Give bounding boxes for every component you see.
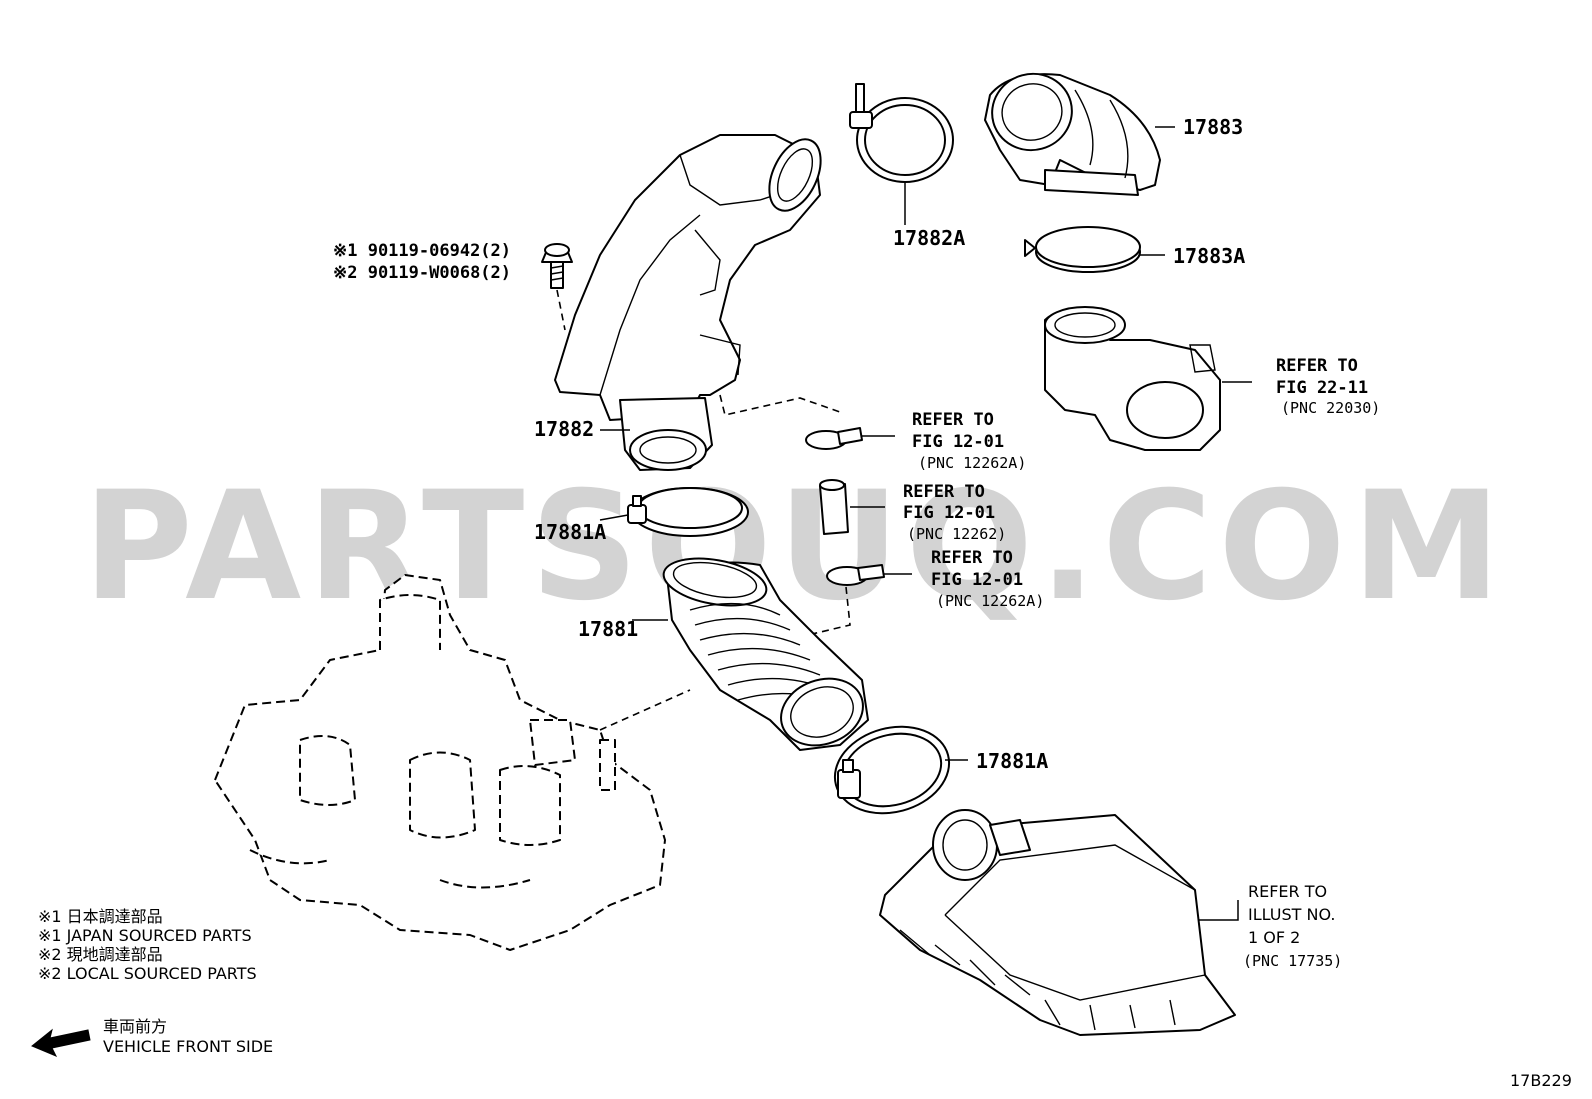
ref-line3: 1 OF 2	[1248, 928, 1300, 947]
dashed-guide-engine	[599, 689, 691, 731]
air-cleaner-case	[879, 809, 1236, 1036]
intake-duct-17882	[554, 134, 822, 471]
ref-line2: FIG 12-01	[912, 432, 1004, 452]
part-label-17882A: 17882A	[893, 226, 965, 250]
front-label-jp: 車両前方	[103, 1017, 167, 1036]
part-label-17881: 17881	[578, 617, 638, 641]
dashed-guide-clip	[807, 586, 851, 636]
part-label-17883A: 17883A	[1173, 244, 1245, 268]
clamp-17882A	[849, 83, 954, 183]
clamp-17881A-upper	[627, 487, 749, 537]
ref-line1: REFER TO	[1248, 882, 1327, 901]
elbow-duct-17883	[984, 72, 1161, 196]
watermark-text: PARTSOUQ.COM	[83, 460, 1507, 634]
ref-line1: REFER TO	[903, 482, 985, 502]
legend: ※1 日本調達部品 ※1 JAPAN SOURCED PARTS ※2 現地調達…	[38, 907, 257, 983]
ref-clip-upper: REFER TO FIG 12-01 (PNC 12262A)	[912, 410, 1026, 472]
ref-pnc: (PNC 12262A)	[918, 454, 1026, 472]
bolt-label-line2: ※2 90119-W0068(2)	[333, 263, 511, 283]
ref-pnc: (PNC 17735)	[1243, 952, 1342, 970]
ref-air-cleaner: REFER TO ILLUST NO. 1 OF 2 (PNC 17735)	[1243, 882, 1342, 970]
clip-lower	[826, 564, 885, 586]
clip-upper	[805, 427, 863, 450]
legend-line: ※2 現地調達部品	[38, 945, 163, 964]
hose	[819, 479, 849, 535]
legend-line: ※1 日本調達部品	[38, 907, 163, 926]
part-label-17881A-lower: 17881A	[976, 749, 1048, 773]
clamp-17883A	[1024, 226, 1141, 273]
engine-intake-manifold-ghost	[214, 574, 666, 951]
part-label-17883: 17883	[1183, 115, 1243, 139]
part-label-17882: 17882	[534, 417, 594, 441]
ref-throttle-body: REFER TO FIG 22-11 (PNC 22030)	[1276, 356, 1380, 417]
bolt-icon	[541, 243, 573, 289]
ref-line1: REFER TO	[1276, 356, 1358, 376]
dashed-guide-duct	[719, 394, 841, 416]
ref-line2: FIG 12-01	[903, 503, 995, 523]
ref-pnc: (PNC 12262)	[907, 525, 1006, 543]
bellows-hose-17881	[662, 557, 869, 751]
clamp-17881A-lower	[833, 725, 951, 815]
ref-line2: ILLUST NO.	[1248, 905, 1335, 924]
figure-code: 17B229	[1510, 1071, 1572, 1090]
dashed-guide-bolt	[556, 289, 566, 331]
ref-pnc: (PNC 22030)	[1281, 399, 1380, 417]
legend-line: ※2 LOCAL SOURCED PARTS	[38, 964, 257, 983]
throttle-body	[1044, 306, 1221, 451]
ref-clip-lower: REFER TO FIG 12-01 (PNC 12262A)	[931, 548, 1044, 610]
legend-line: ※1 JAPAN SOURCED PARTS	[38, 926, 252, 945]
ref-hose: REFER TO FIG 12-01 (PNC 12262)	[903, 482, 1006, 543]
ref-line2: FIG 12-01	[931, 570, 1023, 590]
ref-line2: FIG 22-11	[1276, 378, 1368, 398]
leader-17881A-upper	[599, 514, 629, 521]
ref-line1: REFER TO	[931, 548, 1013, 568]
leader-air-cleaner	[1198, 900, 1239, 921]
part-label-17881A-upper: 17881A	[534, 520, 606, 544]
bolt-label-line1: ※1 90119-06942(2)	[333, 241, 511, 261]
front-label-en: VEHICLE FRONT SIDE	[103, 1037, 273, 1056]
ref-pnc: (PNC 12262A)	[936, 592, 1044, 610]
vehicle-front-arrow-icon	[31, 1028, 91, 1057]
ref-line1: REFER TO	[912, 410, 994, 430]
